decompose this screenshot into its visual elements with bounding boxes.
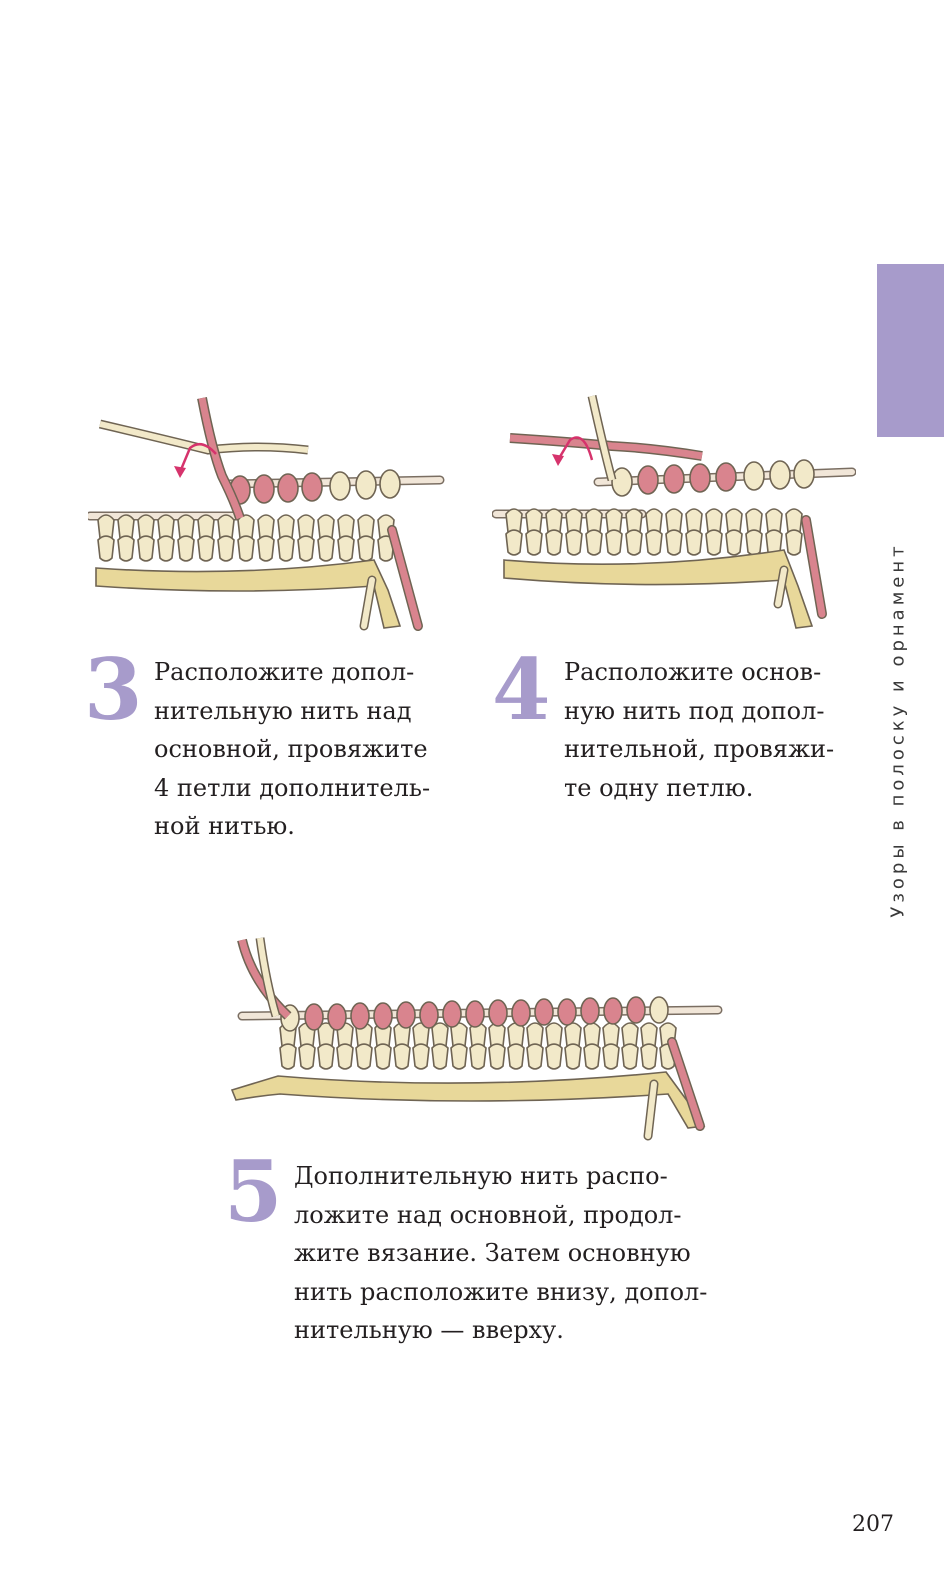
step-5-text: Дополнительную нить распо- ложите над ос… bbox=[294, 1157, 707, 1350]
illustration-step-3 bbox=[88, 397, 445, 631]
page-number: 207 bbox=[852, 1512, 894, 1537]
section-tab bbox=[877, 264, 944, 437]
step-number: 5 bbox=[224, 1142, 283, 1241]
text-line: Расположите допол- bbox=[154, 658, 415, 686]
text-line: нительной, провяжи- bbox=[564, 735, 835, 763]
text-line: Расположите основ- bbox=[564, 658, 822, 686]
illustration-step-4 bbox=[492, 395, 856, 629]
text-line: 4 петли дополнитель- bbox=[154, 773, 431, 802]
step-number: 4 bbox=[492, 640, 551, 739]
text-line: те одну петлю. bbox=[564, 773, 754, 802]
illustration-step-5 bbox=[230, 937, 723, 1141]
text-line: ной нитью. bbox=[154, 812, 295, 840]
text-line: нительную — вверху. bbox=[294, 1316, 564, 1344]
text-line: основной, провяжите bbox=[154, 735, 428, 763]
text-line: нительную нить над bbox=[154, 696, 412, 725]
step-number: 3 bbox=[84, 640, 143, 739]
text-line: Дополнительную нить распо- bbox=[294, 1162, 668, 1190]
step-4-text: Расположите основ- ную нить под допол- н… bbox=[564, 653, 834, 807]
text-line: нить расположите внизу, допол- bbox=[294, 1277, 708, 1306]
text-line: жите вязание. Затем основную bbox=[294, 1239, 691, 1267]
section-caption-text: Узоры в полоску и орнамент bbox=[887, 542, 909, 918]
text-line: ложите над основной, продол- bbox=[294, 1200, 682, 1229]
step-3-text: Расположите допол- нительную нить над ос… bbox=[154, 653, 430, 846]
text-line: ную нить под допол- bbox=[564, 696, 825, 725]
